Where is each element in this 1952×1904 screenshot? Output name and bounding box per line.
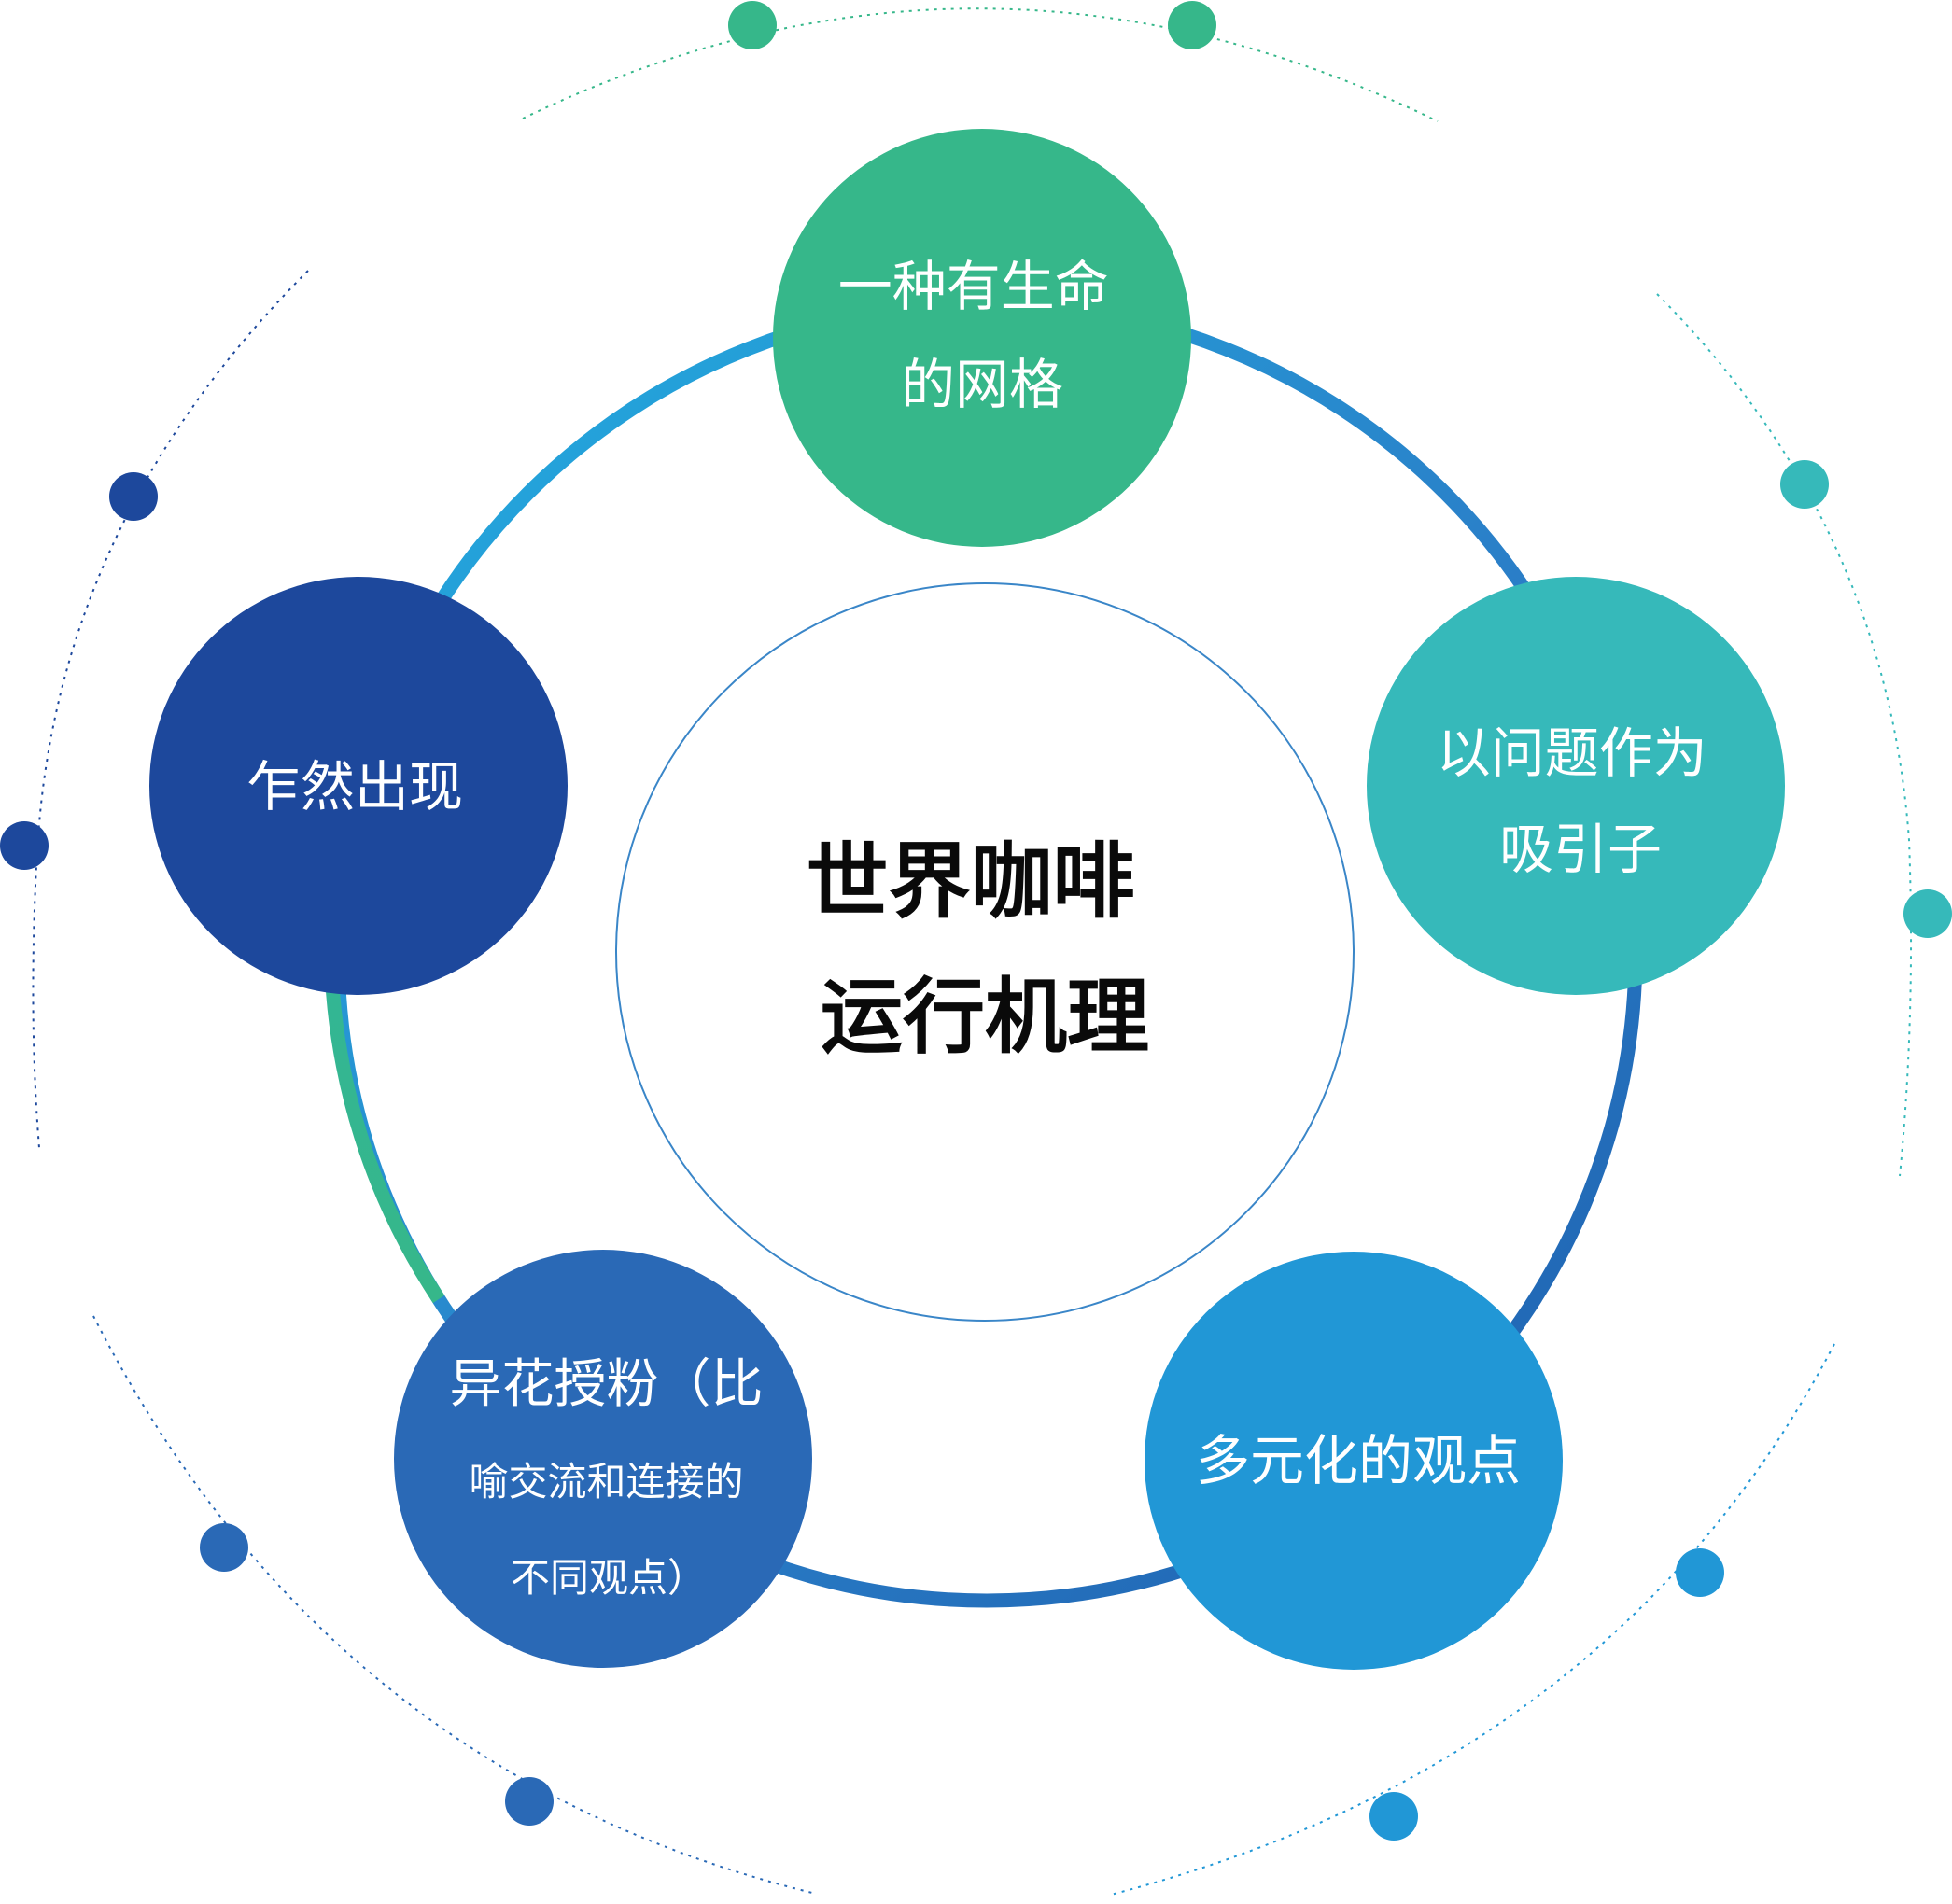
node-label-line: 多元化的观点	[1196, 1429, 1521, 1492]
outer-arc-bottom-left	[92, 1315, 813, 1894]
outer-dot	[1903, 889, 1952, 938]
node-living-network: 一种有生命 的网格	[773, 129, 1191, 547]
outer-dot	[1780, 460, 1829, 509]
node-label-line: 异花授粉（比	[449, 1354, 763, 1415]
node-question-attractor: 以问题作为 吸引子	[1367, 577, 1785, 995]
outer-dot	[1168, 1, 1216, 49]
outer-arc-right	[1656, 293, 1913, 1177]
outer-dot	[1676, 1548, 1724, 1597]
outer-dot	[1369, 1792, 1418, 1841]
outer-dot	[109, 472, 158, 521]
inner-circle	[615, 582, 1355, 1322]
node-label-line: 吸引子	[1499, 818, 1662, 881]
outer-dot	[505, 1777, 554, 1826]
outer-dot	[0, 821, 49, 870]
outer-dot	[200, 1523, 248, 1572]
node-circle	[1145, 1252, 1563, 1670]
node-label-line: 一种有生命	[838, 255, 1109, 318]
node-label-line: 喻交流和连接的	[469, 1459, 743, 1505]
node-circle	[773, 129, 1191, 547]
node-diverse-perspectives: 多元化的观点	[1145, 1252, 1563, 1670]
node-label: 一种有生命 的网格	[838, 255, 1126, 416]
center-title-line-2: 运行机理	[821, 969, 1149, 1065]
outer-dot	[728, 1, 777, 49]
outer-arc-bottom-right	[1110, 1343, 1835, 1896]
outer-dots	[0, 1, 1952, 1841]
node-label-line: 不同观点）	[511, 1555, 707, 1601]
node-label-line: 乍然出现	[246, 755, 463, 819]
node-circle	[149, 577, 568, 995]
node-cross-pollination: 异花授粉（比 喻交流和连接的 不同观点）	[394, 1250, 812, 1668]
node-label: 多元化的观点	[1196, 1429, 1521, 1492]
node-label: 以问题作为 吸引子	[1437, 721, 1724, 881]
outer-dotted-arcs	[32, 7, 1913, 1896]
center-title: 世界咖啡 运行机理	[807, 833, 1164, 1065]
node-label: 异花授粉（比 喻交流和连接的 不同观点）	[449, 1354, 767, 1601]
center-title-line-1: 世界咖啡	[807, 833, 1135, 930]
node-label: 乍然出现	[246, 755, 463, 819]
outer-arc-top	[522, 7, 1439, 122]
node-sudden-emergence: 乍然出现	[149, 577, 568, 995]
node-circle	[1367, 577, 1785, 995]
node-label-line: 的网格	[901, 353, 1063, 416]
node-label-line: 以问题作为	[1437, 721, 1707, 785]
node-circle	[394, 1250, 812, 1668]
